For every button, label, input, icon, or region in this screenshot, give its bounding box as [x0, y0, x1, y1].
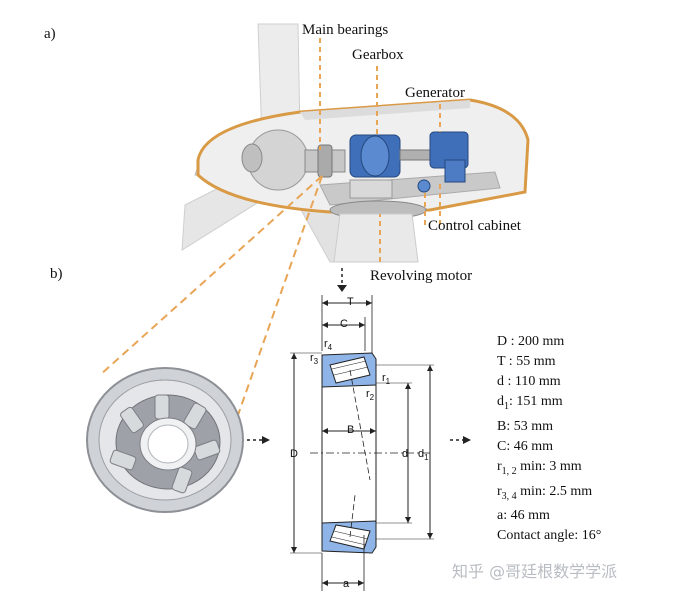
main-bearing-housing — [317, 144, 333, 178]
flow-arrow-left — [247, 436, 270, 444]
input-arrow — [337, 268, 347, 292]
generator-base — [444, 159, 466, 183]
callout-leaders — [319, 38, 441, 262]
spec-C: C: 46 mm — [497, 438, 554, 454]
spec-d1: d1: 151 mm — [497, 394, 563, 412]
zoom-leaders — [99, 175, 323, 416]
tower — [333, 213, 419, 263]
bearing-photo — [86, 367, 244, 513]
dim-label-B: B — [347, 424, 355, 436]
spec-a: a: 46 mm — [497, 508, 550, 524]
dim-label-r2: r2 — [366, 388, 375, 403]
dim-label-d: d — [402, 448, 409, 460]
watermark: 知乎 @哥廷根数学学派 — [452, 562, 618, 581]
bearing-cross-section — [290, 295, 434, 591]
spec-r34: r3, 4 min: 2.5 mm — [497, 483, 593, 502]
panel-label-a: a) — [44, 26, 56, 42]
flow-arrow-right — [450, 436, 471, 444]
spec-B: B: 53 mm — [497, 418, 554, 434]
label-revolving-motor: Revolving motor — [370, 268, 473, 284]
dim-label-D: D — [290, 448, 298, 460]
label-main-bearings: Main bearings — [302, 22, 389, 38]
high-speed-shaft — [399, 149, 433, 161]
label-control-cabinet: Control cabinet — [428, 218, 521, 234]
dim-label-d1: d1 — [418, 448, 429, 463]
nacelle-top-edge — [300, 100, 470, 120]
label-gearbox: Gearbox — [352, 47, 404, 63]
gearbox-face — [360, 135, 390, 177]
dim-label-r1: r1 — [382, 372, 391, 387]
panel-label-b: b) — [50, 266, 63, 282]
dim-label-r3: r3 — [310, 352, 319, 367]
spec-r12: r1, 2 min: 3 mm — [497, 458, 582, 477]
spec-T: T : 55 mm — [497, 354, 556, 369]
label-generator: Generator — [405, 85, 465, 101]
spec-d: d : 110 mm — [497, 374, 561, 389]
dim-label-a: a — [343, 578, 350, 590]
revolving-motor-drum — [417, 179, 431, 193]
spec-contact-angle: Contact angle: 16° — [497, 528, 602, 544]
dim-label-C: C — [340, 318, 348, 330]
control-cabinet-box — [349, 179, 393, 199]
dim-label-T: T — [347, 296, 354, 308]
spec-D: D : 200 mm — [497, 334, 565, 349]
hub-nose — [241, 143, 263, 173]
dim-label-r4: r4 — [324, 338, 333, 353]
spec-list: D : 200 mm T : 55 mm d : 110 mm d1: 151 … — [497, 332, 601, 546]
